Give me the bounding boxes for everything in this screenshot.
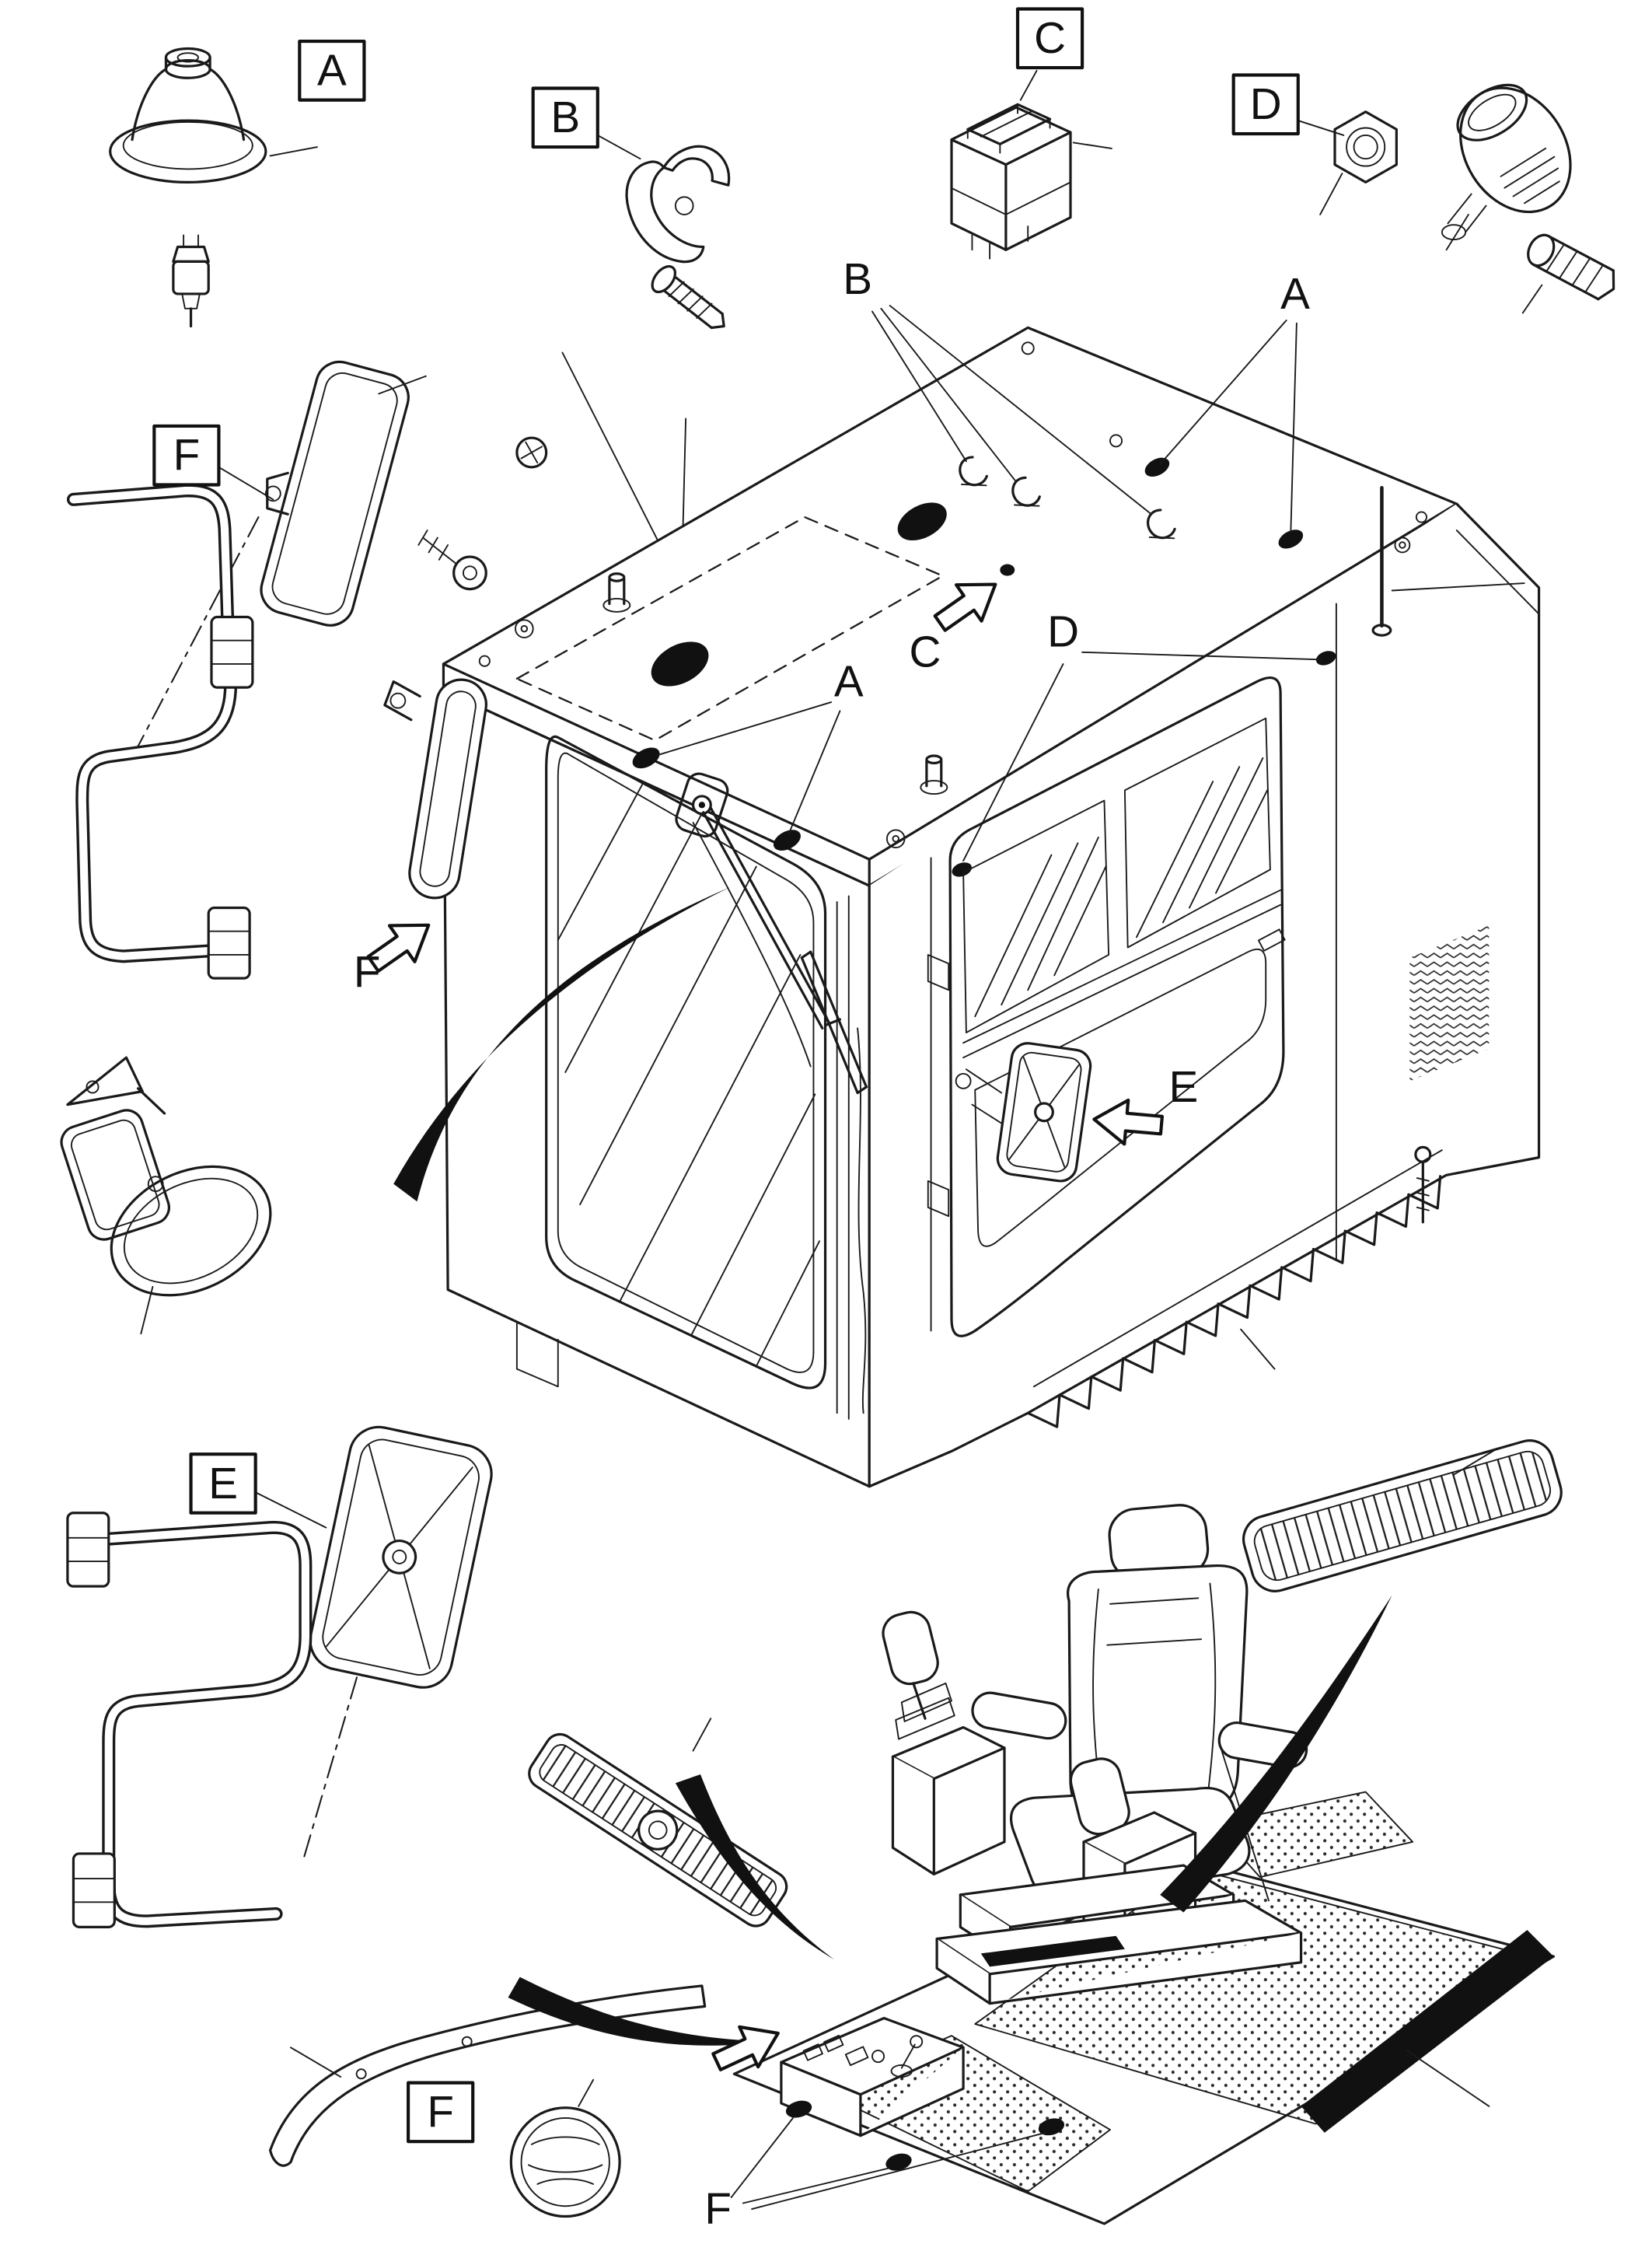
cab-left-bracket xyxy=(383,678,487,900)
roof-hole-a1 xyxy=(1144,457,1170,477)
roof-hole-a4 xyxy=(773,830,801,851)
callout-box-f-cap-label: F xyxy=(427,2088,454,2137)
roof-hole-d2 xyxy=(952,862,972,877)
seat-pedestal xyxy=(935,1864,1303,2005)
callout-box-a: A xyxy=(298,39,366,102)
door-mirror xyxy=(955,1042,1092,1183)
windshield xyxy=(545,735,827,1389)
rear-grille xyxy=(1242,1439,1563,1592)
callout-box-a-label: A xyxy=(317,47,347,96)
part-clip-b xyxy=(596,135,731,264)
roof-clip-2 xyxy=(1011,476,1041,507)
callout-box-f-cap: F xyxy=(407,2081,475,2144)
ref-b-roof: B xyxy=(843,255,872,304)
roof-hole-large-1 xyxy=(651,641,709,687)
flow-swoosh-grille xyxy=(1160,1595,1392,1913)
ref-d-roof: D xyxy=(1047,607,1079,656)
ref-c-roof: C xyxy=(910,628,941,677)
vent-strip xyxy=(528,1718,788,1928)
trim-strip xyxy=(268,1984,707,2167)
part-bolt-d xyxy=(1521,233,1615,314)
callout-box-c-label: C xyxy=(1034,14,1066,63)
part-rocker-switch-c xyxy=(950,69,1112,260)
callout-box-f-mirror-label: F xyxy=(173,432,201,481)
antenna xyxy=(1371,486,1525,637)
roof-hole-a2 xyxy=(1278,530,1304,549)
callout-box-c: C xyxy=(1015,7,1084,70)
callout-box-b: B xyxy=(531,86,599,149)
flow-swoosh-vent xyxy=(675,1774,834,1959)
callout-box-e-mirror-label: E xyxy=(208,1459,238,1508)
mirror-set-small xyxy=(60,1056,272,1335)
leader-b-roof-1 xyxy=(561,351,659,542)
cab-door xyxy=(927,676,1286,1337)
callout-box-d: D xyxy=(1231,73,1300,136)
roof-hole-d1 xyxy=(1315,651,1336,666)
mirror-f-assembly xyxy=(66,360,548,980)
callout-box-b-label: B xyxy=(550,93,580,142)
part-screw-b xyxy=(651,265,725,330)
callout-box-e-mirror: E xyxy=(189,1452,257,1515)
roof-stud-2 xyxy=(920,754,948,795)
joystick-left xyxy=(882,1610,1006,1875)
callout-box-f-mirror: F xyxy=(152,424,221,487)
roof-clip-3 xyxy=(1147,509,1176,540)
part-grommet-a xyxy=(109,47,318,184)
leader-lines xyxy=(657,305,1322,2210)
ref-f-side: F xyxy=(354,949,381,998)
roof-hole-c xyxy=(1000,564,1015,576)
cab-body xyxy=(442,326,1541,1488)
part-plug-a xyxy=(172,234,210,328)
roof-clip-1 xyxy=(959,456,988,487)
part-nut-d xyxy=(1319,110,1398,215)
part-horn-d xyxy=(1297,83,1572,251)
roof-hole-large-2 xyxy=(897,502,947,541)
mirror-e-assembly xyxy=(66,1425,493,1928)
roof-stud-1 xyxy=(602,572,631,613)
flow-swoosh-console xyxy=(508,1977,770,2046)
ref-e-door: E xyxy=(1169,1063,1199,1112)
operator-seat xyxy=(882,1504,1308,2005)
roof-hole-a3 xyxy=(632,747,660,769)
ref-a-front: A xyxy=(834,658,864,707)
cap-part xyxy=(509,2078,621,2218)
ref-f-floor: F xyxy=(704,2185,732,2234)
ref-a-roof: A xyxy=(1280,270,1310,319)
callout-box-d-label: D xyxy=(1250,80,1282,129)
mirror-screw-2 xyxy=(515,436,548,469)
wiper xyxy=(675,772,868,1095)
switch-console xyxy=(780,2016,965,2137)
mirror-screw-1 xyxy=(417,530,487,591)
flange-bolt xyxy=(1414,1145,1432,1224)
floor-holes xyxy=(785,2100,1065,2171)
